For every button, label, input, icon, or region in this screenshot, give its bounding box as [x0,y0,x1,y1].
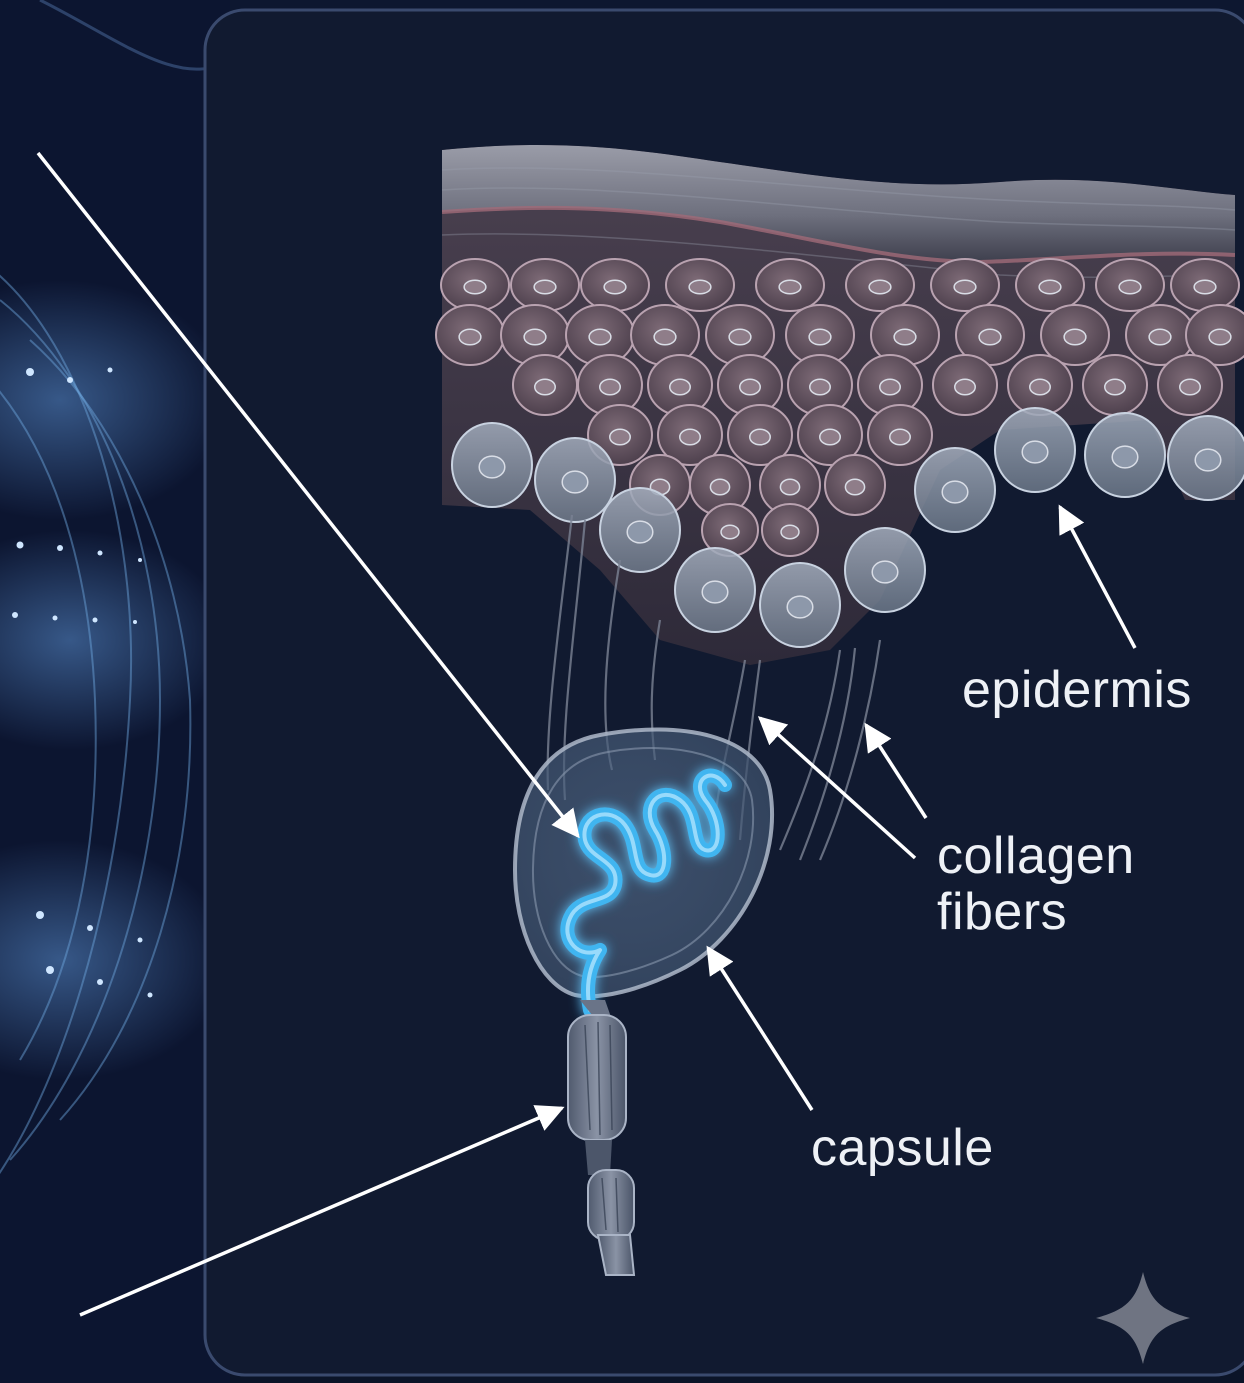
cell-nucleus [954,280,976,294]
cell-nucleus [845,479,864,495]
cell-nucleus [670,379,690,395]
cell-nucleus [535,379,555,395]
cell-nucleus [562,471,588,493]
cell-nucleus [955,379,975,395]
cell-nucleus [600,379,620,395]
cell-nucleus [890,429,910,445]
cell-nucleus [1039,280,1061,294]
cell-nucleus [880,379,900,395]
cell-nucleus [729,329,751,345]
cell-nucleus [604,280,626,294]
cell-nucleus [1209,329,1231,345]
cell-nucleus [872,561,898,583]
cell-nucleus [1105,379,1125,395]
cell-nucleus [524,329,546,345]
cell-nucleus [820,429,840,445]
cell-nucleus [1149,329,1171,345]
cell-nucleus [1119,280,1141,294]
label-collagen-line2: fibers [937,884,1135,940]
cell-nucleus [869,280,891,294]
cell-nucleus [787,596,813,618]
cell-nucleus [702,581,728,603]
cell-nucleus [680,429,700,445]
cell-nucleus [589,329,611,345]
cell-nucleus [809,329,831,345]
cell-nucleus [654,329,676,345]
cell-nucleus [689,280,711,294]
cell-nucleus [750,429,770,445]
cell-nucleus [1112,446,1138,468]
cell-nucleus [610,429,630,445]
cell-nucleus [979,329,1001,345]
cell-nucleus [779,280,801,294]
label-collagen-line1: collagen [937,828,1135,884]
cell-nucleus [942,481,968,503]
cell-nucleus [781,525,799,539]
label-capsule: capsule [811,1120,994,1176]
cell-nucleus [627,521,653,543]
cell-nucleus [1064,329,1086,345]
cell-nucleus [810,379,830,395]
cell-nucleus [479,456,505,478]
cell-nucleus [1180,379,1200,395]
cell-nucleus [710,479,729,495]
cell-nucleus [534,280,556,294]
cell-nucleus [894,329,916,345]
background-decoration [0,0,230,1383]
label-collagen-fibers: collagen fibers [937,828,1135,940]
cell-nucleus [464,280,486,294]
cell-nucleus [1022,441,1048,463]
cell-nucleus [1194,280,1216,294]
cell-nucleus [1195,449,1221,471]
cell-nucleus [721,525,739,539]
cell-nucleus [740,379,760,395]
cell-nucleus [459,329,481,345]
cell-nucleus [780,479,799,495]
cell-nucleus [1030,379,1050,395]
label-epidermis: epidermis [962,662,1192,718]
